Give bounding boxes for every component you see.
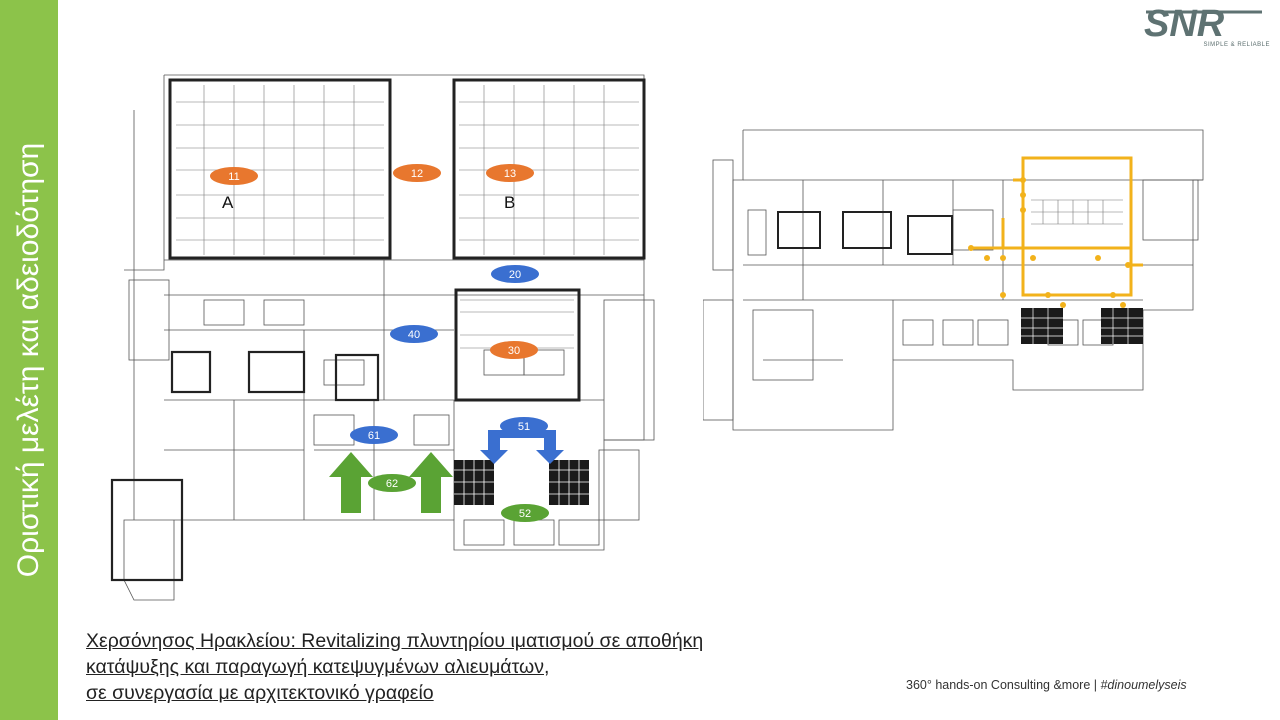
sidebar-title: Οριστική μελέτη και αδειοδότηση <box>12 142 45 578</box>
zone-marker-13: 13 <box>486 164 534 182</box>
caption-line-2: κατάψυξης και παραγωγή κατεψυγμένων αλιε… <box>86 656 550 678</box>
zone-marker-61: 61 <box>350 426 398 444</box>
svg-text:40: 40 <box>408 329 420 341</box>
sidebar: Οριστική μελέτη και αδειοδότηση <box>0 0 58 720</box>
main-floor-plan-drawing: A B 11 12 13 20 30 40 51 52 61 62 <box>110 74 655 601</box>
svg-text:52: 52 <box>519 508 531 520</box>
project-caption: Χερσόνησος Ηρακλείου: Revitalizing πλυντ… <box>86 628 846 706</box>
footer-text: 360° hands-on Consulting &more | <box>906 678 1101 692</box>
svg-text:61: 61 <box>368 430 380 442</box>
svg-text:30: 30 <box>508 345 520 357</box>
secondary-floor-plan <box>702 120 1208 440</box>
svg-text:62: 62 <box>386 478 398 490</box>
svg-text:11: 11 <box>228 171 239 183</box>
main-floor-plan: A B 11 12 13 20 30 40 51 52 61 62 <box>104 50 660 620</box>
svg-text:51: 51 <box>518 421 530 433</box>
logo-text: SNR <box>1144 4 1225 40</box>
zone-marker-11: 11 <box>210 167 258 185</box>
secondary-floor-plan-drawing <box>702 129 1204 431</box>
zone-marker-62: 62 <box>368 474 416 492</box>
zone-marker-30: 30 <box>490 341 538 359</box>
zone-marker-51: 51 <box>500 417 548 435</box>
svg-text:20: 20 <box>509 269 521 281</box>
footer-tagline: 360° hands-on Consulting &more | #dinoum… <box>906 678 1187 692</box>
zone-marker-40: 40 <box>390 325 438 343</box>
zone-label-b: B <box>504 193 515 212</box>
svg-text:13: 13 <box>504 168 516 180</box>
footer-hashtag: #dinoumelyseis <box>1100 678 1187 692</box>
zone-marker-20: 20 <box>491 265 539 283</box>
svg-text:12: 12 <box>411 168 423 180</box>
caption-line-1: Χερσόνησος Ηρακλείου: Revitalizing πλυντ… <box>86 630 704 652</box>
snr-logo-mark: SNR <box>1144 4 1262 40</box>
zone-label-a: A <box>222 193 234 212</box>
zone-marker-12: 12 <box>393 164 441 182</box>
snr-logo: SNR SIMPLE & RELIABLE <box>1142 4 1272 48</box>
logo-tagline: SIMPLE & RELIABLE <box>1203 42 1270 48</box>
caption-line-3: σε συνεργασία με αρχιτεκτονικό γραφείο <box>86 682 434 704</box>
zone-marker-52: 52 <box>501 504 549 522</box>
